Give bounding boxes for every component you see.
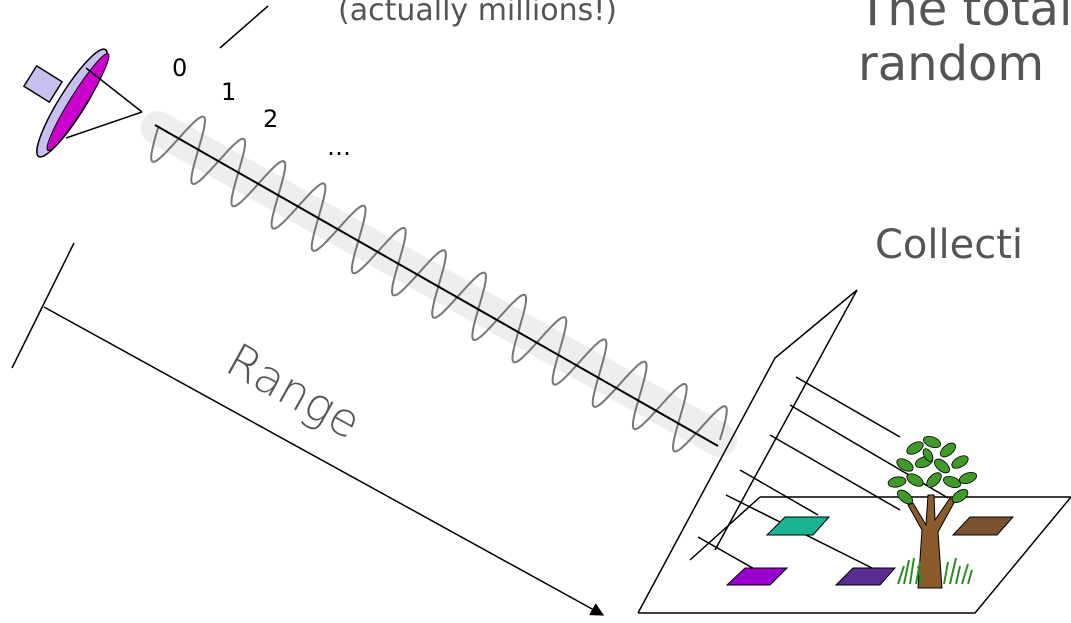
pulse-label-2: 2 <box>263 105 278 133</box>
patch-brown <box>951 516 1015 536</box>
radar-antenna-icon <box>22 48 143 158</box>
radar-wave <box>150 115 728 453</box>
pulse-label-0: 0 <box>172 54 187 82</box>
range-arrow <box>43 306 605 616</box>
pulse-label-1: 1 <box>221 78 236 106</box>
range-tick-start <box>11 242 75 369</box>
pointer-line <box>219 5 269 49</box>
tree-icon <box>887 435 978 589</box>
grass-icon <box>897 557 973 585</box>
text-top-right-line2: random <box>858 36 1044 92</box>
patch-teal <box>765 516 831 536</box>
text-top-right-line1: The total <box>857 0 1071 37</box>
projection-plane <box>637 289 858 614</box>
beam-center-line <box>154 124 719 447</box>
ground-plane <box>638 496 1071 614</box>
text-middle-right: Collecti <box>875 222 1023 268</box>
patch-purple-left <box>725 567 789 586</box>
caption-fragment: (actually millions!) <box>338 0 617 28</box>
range-label: Range <box>218 332 370 449</box>
pulse-label-ellipsis: … <box>327 133 351 161</box>
patch-purple-right <box>834 567 897 586</box>
